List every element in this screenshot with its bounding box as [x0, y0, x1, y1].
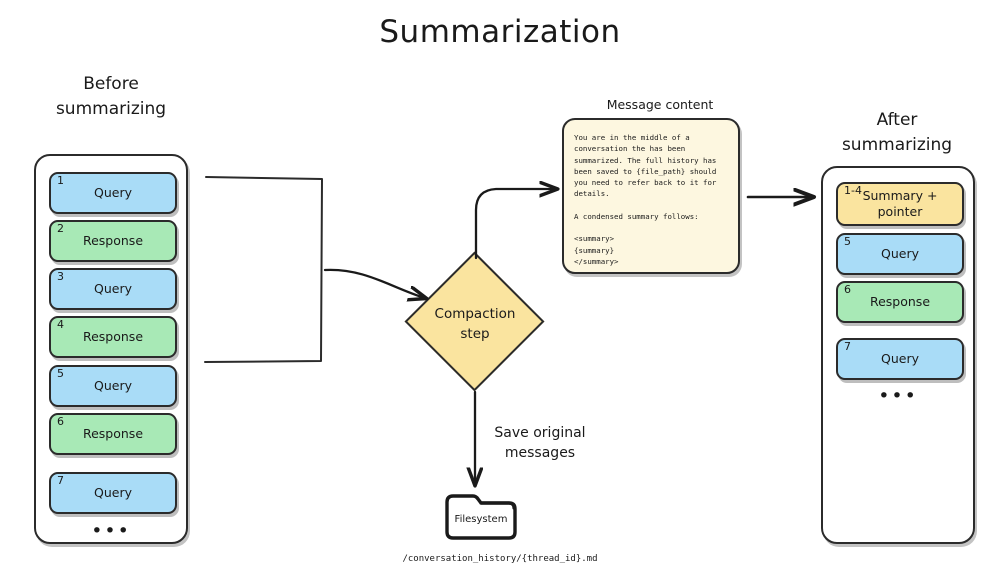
- message-card-number: 7: [844, 340, 851, 353]
- more-messages-ellipsis: •••: [878, 385, 918, 407]
- message-card-number: 3: [57, 270, 64, 283]
- message-card-label: Response: [82, 233, 144, 249]
- message-card-label: Query: [94, 485, 132, 501]
- message-card-label: Query: [94, 185, 132, 201]
- message-card-label: Query: [94, 378, 132, 394]
- message-card-label: Query: [881, 351, 919, 367]
- page-title: Summarization: [379, 14, 621, 50]
- message-card-label: Response: [82, 329, 144, 345]
- message-card-number: 7: [57, 474, 64, 487]
- more-messages-ellipsis: •••: [91, 520, 131, 542]
- message-card-number: 1: [57, 174, 64, 187]
- filesystem-label: Filesystem: [454, 514, 508, 525]
- message-card-label: Response: [82, 426, 144, 442]
- message-card-number: 2: [57, 222, 64, 235]
- message-card-number: 5: [57, 367, 64, 380]
- message-card-label: Summary +pointer: [862, 188, 938, 219]
- folder-icon: [445, 494, 517, 540]
- message-card-number: 1-4: [844, 184, 862, 197]
- message-card-number: 4: [57, 318, 64, 331]
- message-content-box: You are in the middle of a conversation …: [562, 118, 740, 274]
- message-content-text: You are in the middle of a conversation …: [574, 133, 717, 266]
- grouping-bracket: [204, 176, 323, 363]
- message-content-label: Message content: [606, 97, 714, 112]
- message-card-label: Response: [869, 294, 931, 310]
- message-card-number: 5: [844, 235, 851, 248]
- arrow-compaction-to-message-content: [474, 189, 556, 260]
- message-card-number: 6: [844, 283, 851, 296]
- filesystem-node[interactable]: Filesystem: [443, 492, 519, 542]
- message-card-number: 6: [57, 415, 64, 428]
- filesystem-path: /conversation_history/{thread_id}.md: [402, 554, 598, 564]
- message-card-label: Query: [94, 281, 132, 297]
- message-card-label: Query: [881, 246, 919, 262]
